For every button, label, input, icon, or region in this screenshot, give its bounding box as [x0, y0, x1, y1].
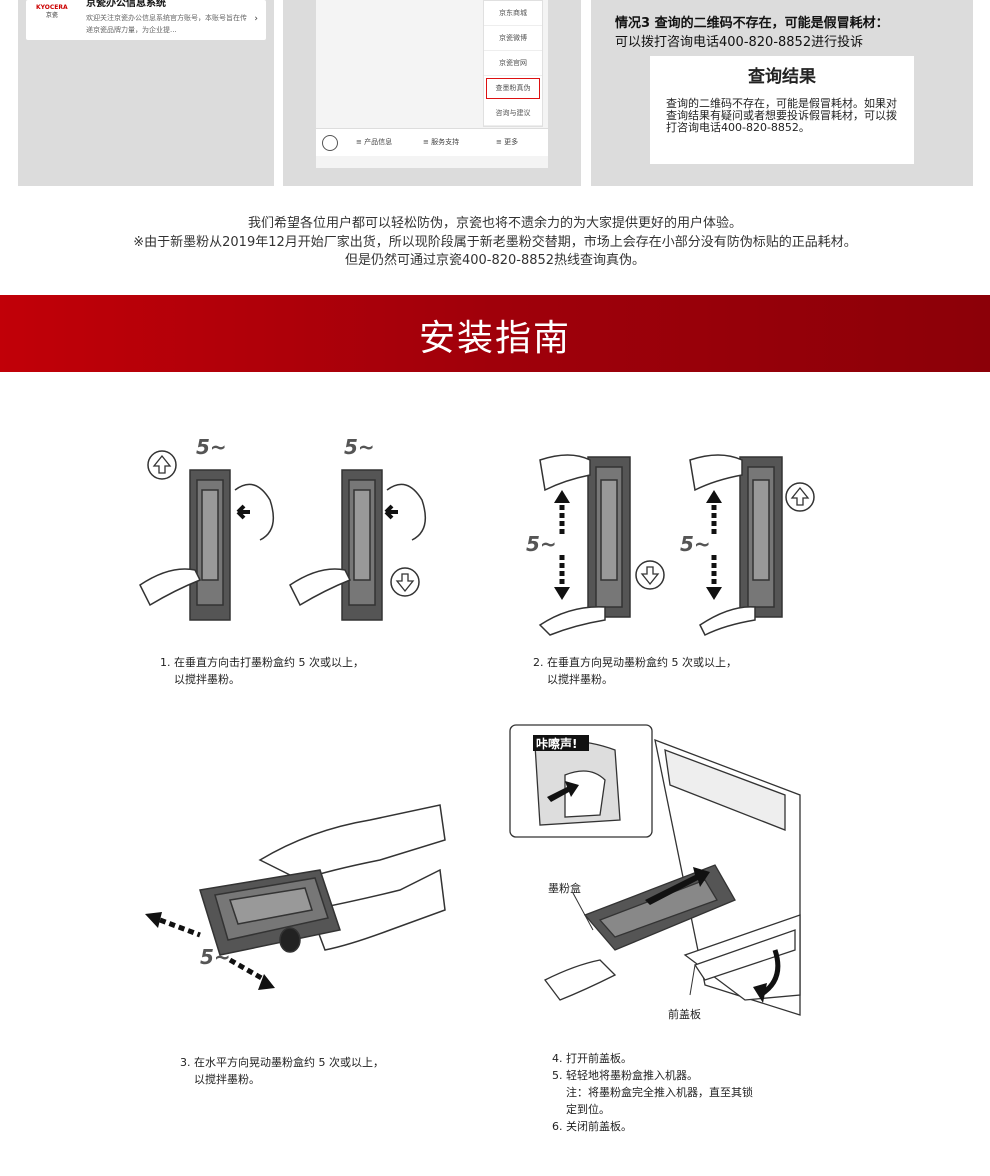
shake-vertical-illustration: 5~ 5~ [526, 454, 815, 637]
wechat-menu-panel: 京东商城 京瓷微博 京瓷官网 查墨粉真伪 咨询与建议 ≡ 产品信息 ≡ 服务支持… [283, 0, 581, 186]
click-label: 咔嚓声! [536, 736, 577, 751]
keyboard-icon[interactable] [322, 135, 338, 151]
count-mark-3: 5~ [200, 945, 231, 969]
case3-subline: 可以拨打咨询电话400-820-8852进行投诉 [615, 35, 864, 50]
insert-cartridge-illustration: 咔嚓声! [509, 724, 801, 1016]
shake-horizontal-illustration: 5~ [145, 804, 446, 990]
chevron-right-icon: › [254, 14, 258, 24]
count-mark-1b: 5~ [344, 435, 375, 459]
step-4-6-text: 4. 打开前盖板。 5. 轻轻地将墨粉盒推入机器。 注：将墨粉盒完全推入机器，直… [552, 1052, 753, 1133]
notice-line-3: 但是仍然可通过京瓷400-820-8852热线查询真伪。 [344, 253, 646, 268]
menu-item-weibo[interactable]: 京瓷微博 [484, 26, 542, 51]
count-mark-2a: 5~ [526, 532, 557, 556]
menu-product-info[interactable]: ≡ 产品信息 [356, 138, 393, 146]
step-2-text: 2. 在垂直方向晃动墨粉盒约 5 次或以上， 以搅拌墨粉。 [533, 656, 737, 686]
query-result-text: 查询的二维码不存在，可能是假冒耗材。如果对查询结果有疑问或者想要投诉假冒耗材，可… [666, 97, 897, 134]
notice-line-1: 我们希望各位用户都可以轻松防伪，京瓷也将不遗余力的为大家提供更好的用户体验。 [247, 216, 742, 231]
menu-item-feedback[interactable]: 咨询与建议 [484, 101, 542, 126]
bottom-menu-bar: ≡ 产品信息 ≡ 服务支持 ≡ 更多 [316, 128, 548, 156]
menu-item-jd[interactable]: 京东商城 [484, 1, 542, 26]
phone-screen: 京东商城 京瓷微博 京瓷官网 查墨粉真伪 咨询与建议 ≡ 产品信息 ≡ 服务支持… [316, 0, 548, 168]
menu-more[interactable]: ≡ 更多 [496, 138, 519, 146]
tap-cartridge-illustration: 5~ 5~ [139, 435, 427, 621]
front-cover-label: 前盖板 [668, 1008, 701, 1021]
banner-title: 安装指南 [418, 318, 571, 359]
menu-item-verify-toner[interactable]: 查墨粉真伪 [486, 78, 540, 99]
query-result-title: 查询结果 [748, 67, 816, 87]
count-mark-1a: 5~ [196, 435, 227, 459]
step-1-text: 1. 在垂直方向击打墨粉盒约 5 次或以上， 以搅拌墨粉。 [160, 656, 364, 686]
install-guide-banner: 安装指南 [0, 295, 990, 372]
menu-item-website[interactable]: 京瓷官网 [484, 51, 542, 76]
toner-label: 墨粉盒 [548, 882, 581, 895]
step-3-text: 3. 在水平方向晃动墨粉盒约 5 次或以上， 以搅拌墨粉。 [180, 1056, 384, 1086]
case3-heading: 情况3 查询的二维码不存在，可能是假冒耗材： [615, 16, 889, 31]
count-mark-2b: 5~ [680, 532, 711, 556]
query-result-box: 查询结果 查询的二维码不存在，可能是假冒耗材。如果对查询结果有疑问或者想要投诉假… [650, 56, 914, 164]
case3-panel: 情况3 查询的二维码不存在，可能是假冒耗材： 可以拨打咨询电话400-820-8… [591, 0, 973, 186]
popup-menu: 京东商城 京瓷微博 京瓷官网 查墨粉真伪 咨询与建议 [483, 0, 543, 127]
account-desc: 欢迎关注京瓷办公信息系统官方账号，本账号旨在传递京瓷品牌力量，为企业提... [86, 14, 247, 34]
account-title: 京瓷办公信息系统 [86, 0, 166, 9]
notice-line-2: ※由于新墨粉从2019年12月开始厂家出货，所以现阶段属于新老墨粉交替期，市场上… [133, 235, 857, 250]
menu-service[interactable]: ≡ 服务支持 [423, 138, 460, 146]
